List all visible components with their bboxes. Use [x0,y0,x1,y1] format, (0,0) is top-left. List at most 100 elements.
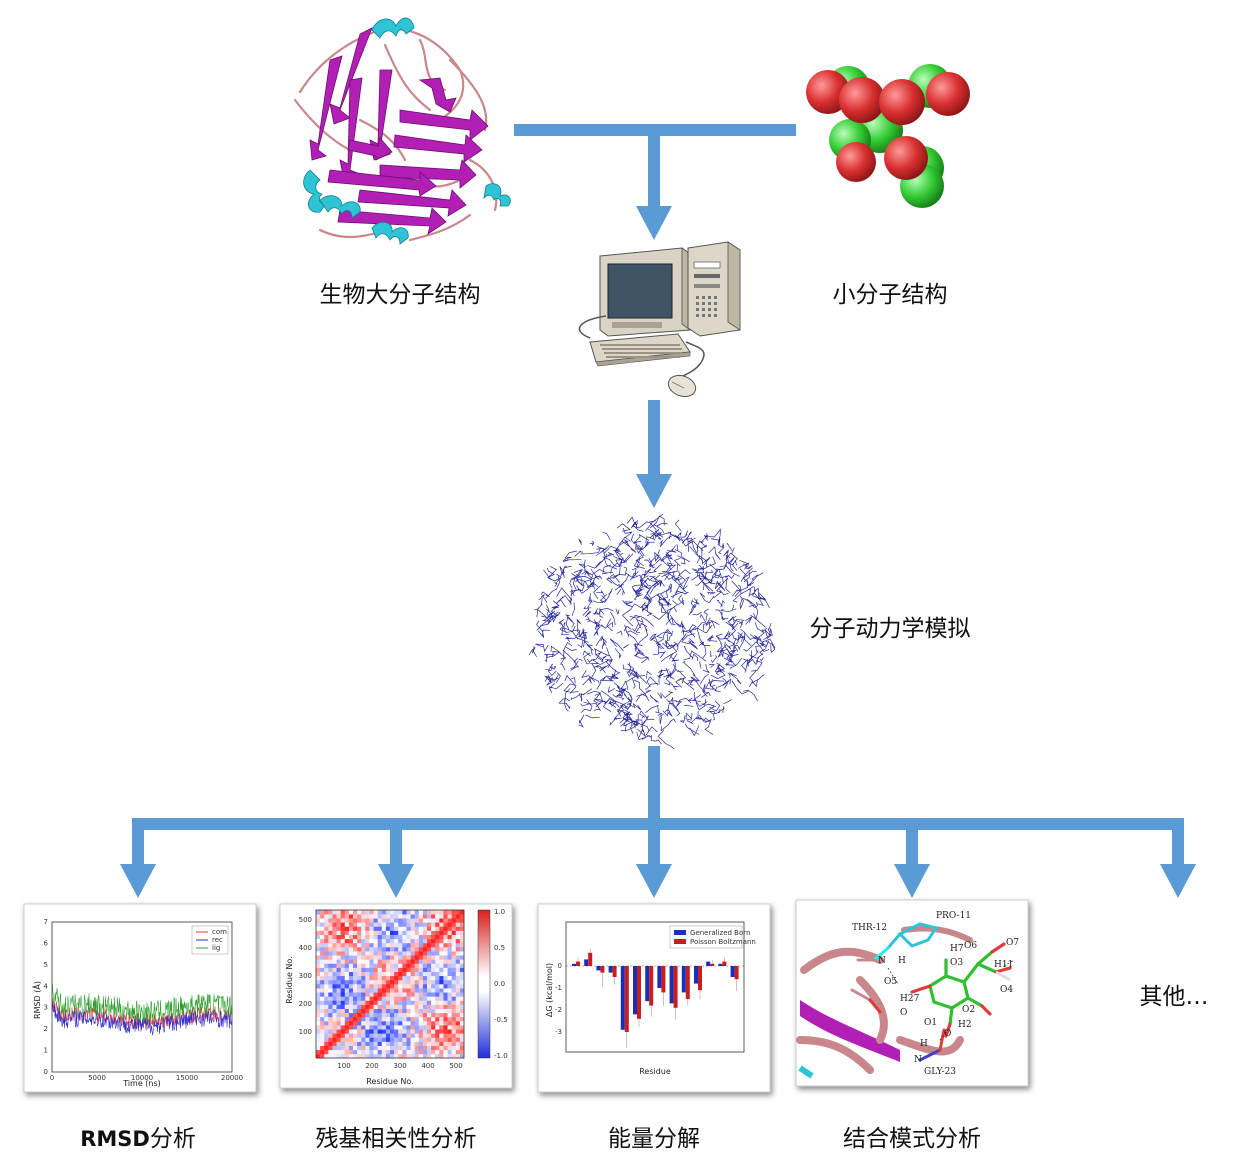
heatmap-cell [328,967,333,972]
heatmap-cell [422,1033,428,1038]
heatmap-cell [373,1041,378,1046]
heatmap-cell [361,1021,366,1026]
heatmap-cell [390,1025,395,1030]
heatmap-cell [316,988,321,993]
corr-xtick: 100 [337,1062,350,1070]
heatmap-cell [455,1037,461,1042]
heatmap-cell [320,979,325,985]
heatmap-cell [385,1037,391,1042]
heatmap-cell [332,967,337,972]
heatmap-cell [390,975,395,981]
heatmap-cell [394,1021,399,1026]
heatmap-cell [427,938,432,944]
heatmap-cell [328,934,333,940]
heatmap-cell [431,1033,436,1038]
heatmap-cell [361,967,366,972]
heatmap-cell [365,1029,370,1034]
heatmap-cell [406,926,411,931]
heatmap-cell [385,918,391,923]
heatmap-cell [435,947,440,952]
heatmap-cell [418,1000,424,1005]
heatmap-cell [320,959,325,964]
heatmap-cell [332,922,337,927]
rmsd-ytick: 4 [44,982,49,990]
heatmap-cell [455,1004,461,1009]
heatmap-cell [418,926,424,931]
heatmap-cell [369,926,374,931]
heatmap-cell [418,955,424,960]
heatmap-cell [369,1000,374,1005]
heatmap-cell [398,959,403,964]
heatmap-cell [394,984,399,989]
heatmap-cell [406,938,411,944]
heatmap-cell [381,1053,387,1059]
heatmap-cell [361,1012,366,1018]
heatmap-cell [455,1000,461,1005]
heatmap-cell [418,1033,424,1038]
corr-ytick: 300 [299,972,312,980]
heatmap-cell [435,1029,440,1034]
heatmap-cell [348,942,354,948]
heatmap-cell [443,979,448,985]
heatmap-cell [328,926,333,931]
heatmap-cell [451,967,457,972]
heatmap-cell [320,1012,325,1018]
heatmap-cell [439,984,444,989]
heatmap-cell [447,1025,452,1030]
heatmap-cell [443,918,448,923]
heatmap-cell [418,984,424,989]
heatmap-cell [402,934,407,940]
heatmap-cell [422,959,428,964]
heatmap-cell [365,955,370,960]
rmsd-ytick: 3 [44,1004,48,1012]
heatmap-cell [324,926,329,931]
heatmap-cell [427,914,432,919]
heatmap-cell [373,1033,378,1038]
heatmap-cell [377,1033,383,1038]
heatmap-cell [373,1053,378,1059]
heatmap-cell [353,1016,358,1022]
rmsd-ytick: 0 [44,1068,48,1076]
heatmap-cell [316,926,321,931]
heatmap-cell [373,988,378,993]
heatmap-cell [435,963,440,968]
heatmap-cell [390,963,395,968]
heatmap-cell [369,979,374,985]
heatmap-cell [455,1029,461,1034]
heatmap-cell [332,984,337,989]
heatmap-cell [332,1021,337,1026]
heatmap-cell [348,1029,354,1034]
heatmap-cell [332,971,337,977]
protein-cartoon-image [293,17,511,245]
heatmap-cell [365,1000,370,1005]
heatmap-cell [320,918,325,923]
heatmap-cell [357,918,362,923]
heatmap-cell [381,1004,387,1009]
heatmap-cell [435,930,440,935]
heatmap-cell [353,967,358,972]
heatmap-cell [353,951,358,956]
heatmap-cell [402,930,407,935]
heatmap-cell [402,959,407,964]
heatmap-cell [340,942,346,948]
heatmap-cell [427,979,432,985]
heatmap-cell [328,1029,333,1034]
heatmap-cell [381,910,387,915]
heatmap-cell [357,942,362,948]
heatmap-cell [353,1004,358,1009]
heatmap-cell [435,922,440,927]
binding-atom-label: O2 [962,1005,975,1015]
heatmap-cell [447,1041,452,1046]
heatmap-cell [455,1049,461,1055]
heatmap-cell [324,914,329,919]
heatmap-cell [385,1021,391,1026]
heatmap-cell [447,963,452,968]
heatmap-cell [414,1004,420,1009]
energy-bar-pb [722,961,727,966]
heatmap-cell [373,967,378,972]
heatmap-cell [447,951,452,956]
heatmap-cell [414,951,420,956]
heatmap-cell [385,1045,391,1051]
heatmap-cell [336,1029,341,1034]
heatmap-cell [431,951,436,956]
